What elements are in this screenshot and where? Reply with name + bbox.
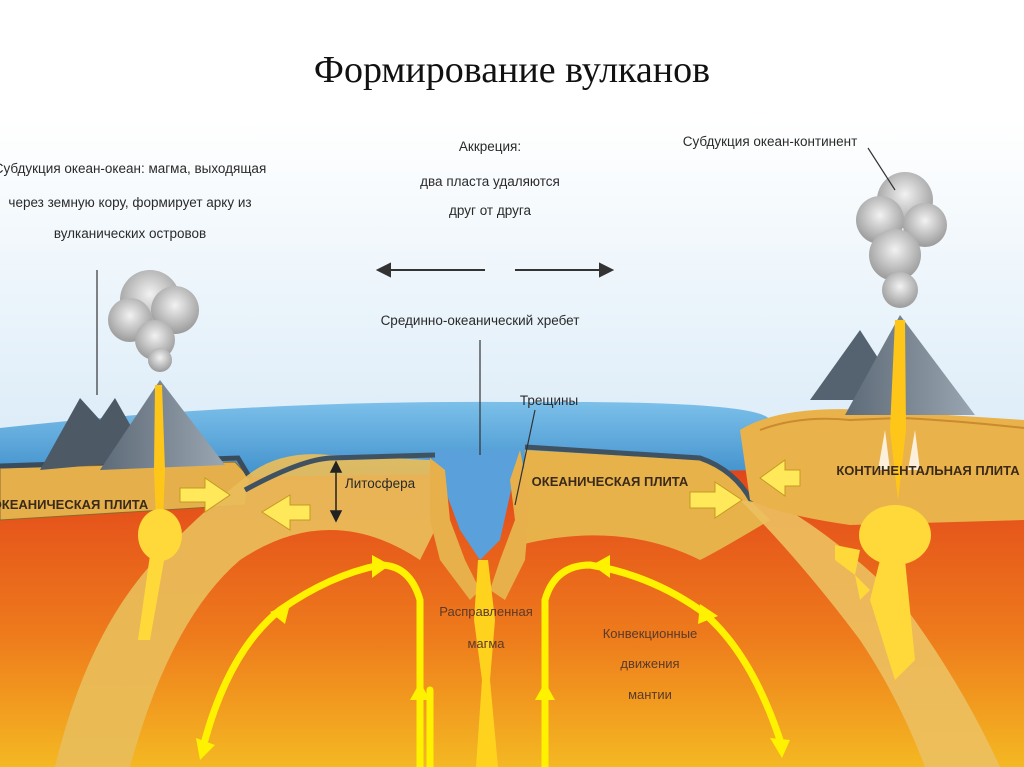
lithosphere-label: Литосфера <box>345 476 416 491</box>
right-subducting-slab <box>740 500 1000 767</box>
convection-arrows <box>201 561 784 767</box>
lithosphere-marker <box>329 460 343 523</box>
ocean-ocean-label-line-1: Субдукция океан-океан: магма, выходящая <box>0 161 266 176</box>
cracks-label: Трещины <box>520 393 578 408</box>
right-magma-streaks <box>878 430 920 470</box>
left-volcano-magma-pipe <box>154 385 165 520</box>
right-smoke-plume <box>856 172 947 308</box>
right-volcano-main <box>845 315 975 415</box>
convection-label-line-2: движения <box>620 656 679 671</box>
left-magma-dike <box>138 555 165 640</box>
ocean-continent-label: Субдукция океан-континент <box>683 134 858 149</box>
right-plate-top-edge <box>524 444 755 504</box>
convection-label-line-3: мантии <box>628 687 672 702</box>
ridge-right-block <box>490 450 530 600</box>
left-subducting-slab <box>55 454 440 767</box>
oceanic-plate-right-label: ОКЕАНИЧЕСКАЯ ПЛИТА <box>532 474 689 489</box>
right-oceanic-plate <box>520 450 770 560</box>
right-volcano-magma-pipe <box>890 320 906 500</box>
accretion-arrows <box>375 262 615 278</box>
oceanic-plate-left-label: ОКЕАНИЧЕСКАЯ ПЛИТА <box>0 497 149 512</box>
convection-arrowheads <box>196 555 790 760</box>
ridge-magma-column <box>474 560 498 767</box>
molten-magma-label-line-1: Расправленная <box>439 604 533 619</box>
right-magma-dike <box>870 560 915 680</box>
ocean-ocean-label-line-2: через земную кору, формирует арку из <box>8 195 251 210</box>
ridge-water-gap <box>430 450 520 560</box>
ocean-ocean-label-line-3: вулканических островов <box>54 226 206 241</box>
convection-label-line-1: Конвекционные <box>603 626 698 641</box>
left-smoke-plume <box>108 270 199 372</box>
molten-magma-label-line-2: магма <box>467 636 505 651</box>
continental-plate-label: КОНТИНЕНТАЛЬНАЯ ПЛИТА <box>836 463 1020 478</box>
leader-lines <box>96 147 896 506</box>
right-magma-branches <box>835 545 870 600</box>
accretion-label-line-3: друг от друга <box>449 203 531 218</box>
left-plate-arrow <box>179 477 231 513</box>
right-plate-arrow <box>689 481 743 519</box>
ridge-left-block <box>430 458 480 600</box>
continental-plate-arrow <box>759 459 801 497</box>
left-slab-arrow <box>261 494 311 531</box>
right-magma-chamber <box>859 505 931 565</box>
left-magma-chamber <box>138 509 182 561</box>
middle-plate-top-edge <box>243 452 436 493</box>
ridge-label: Срединно-океанический хребет <box>381 313 580 328</box>
accretion-label-line-1: Аккреция: <box>459 139 521 154</box>
accretion-label-line-2: два пласта удаляются <box>420 174 560 189</box>
page-title: Формирование вулканов <box>313 49 711 91</box>
